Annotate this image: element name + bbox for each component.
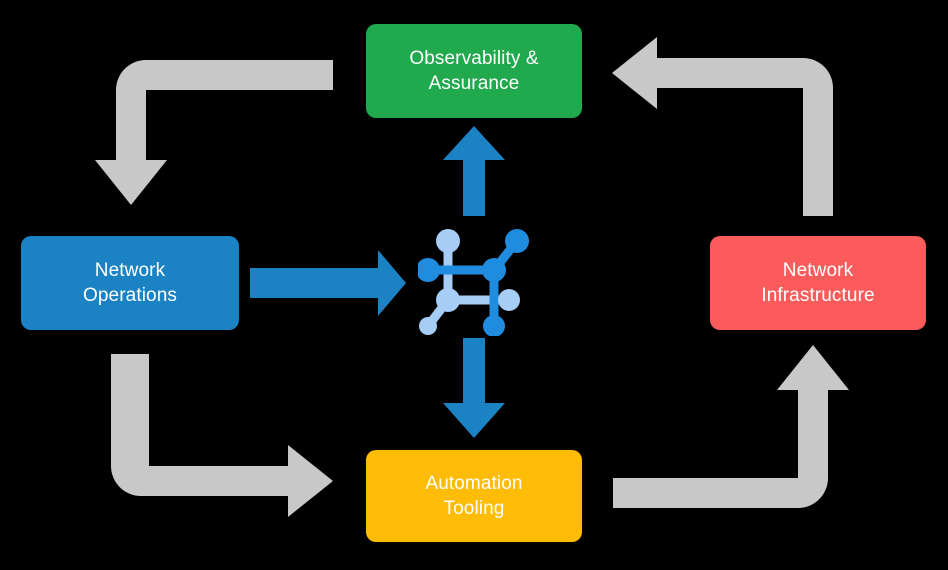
node-label-observability: Observability & Assurance <box>409 47 539 94</box>
node-box-automation-tooling[interactable]: Automation Tooling <box>366 450 582 542</box>
topology-nodes-secondary <box>419 229 520 335</box>
network-topology-icon <box>418 229 529 336</box>
node-box-observability[interactable]: Observability & Assurance <box>366 24 582 118</box>
node-label-automation-tooling: Automation Tooling <box>425 472 523 519</box>
arrow-center-to-observability <box>443 126 505 216</box>
arrow-center-to-automation-tooling <box>443 338 505 438</box>
node-box-network-operations[interactable]: Network Operations <box>21 236 239 330</box>
topology-nodes-primary <box>418 229 529 336</box>
arrow-network-operations-to-center <box>250 250 406 316</box>
arrow-network-operations-to-automation-tooling <box>111 354 333 517</box>
node-box-network-infrastructure[interactable]: Network Infrastructure <box>710 236 926 330</box>
node-label-network-infrastructure: Network Infrastructure <box>761 259 875 306</box>
arrow-observability-to-network-operations <box>95 60 333 205</box>
arrow-automation-tooling-to-network-infrastructure <box>613 345 849 508</box>
node-label-network-operations: Network Operations <box>83 259 177 306</box>
arrow-network-infrastructure-to-observability <box>612 37 833 216</box>
